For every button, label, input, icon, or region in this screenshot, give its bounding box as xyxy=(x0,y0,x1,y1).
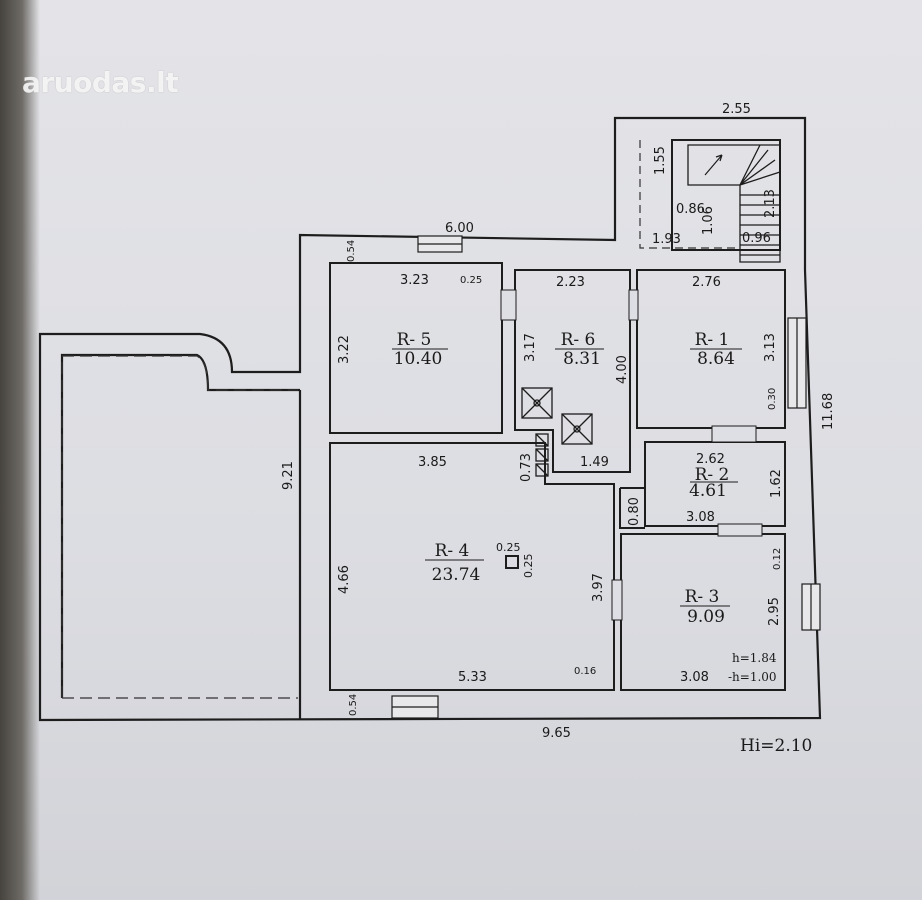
dim-r4-533: 5.33 xyxy=(458,670,487,685)
ventilation-shaft-icon xyxy=(561,413,593,445)
room-area-r5: 10.40 xyxy=(394,349,443,369)
stair-arrow-icon xyxy=(704,154,723,176)
dim-bottom-965: 9.65 xyxy=(542,726,571,741)
dim-r4-397: 3.97 xyxy=(591,573,606,602)
dim-r4-column-025a: 0.25 xyxy=(496,541,521,554)
dim-r4-385: 3.85 xyxy=(418,455,447,470)
label-underlines xyxy=(392,348,742,607)
stair-hall-dashed xyxy=(639,140,735,249)
dim-r5-322: 3.22 xyxy=(337,335,352,364)
room-label-r6: R- 6 xyxy=(561,330,596,350)
dim-right-1168: 11.68 xyxy=(821,393,836,430)
dim-r4-column-025b: 0.25 xyxy=(522,554,535,579)
dim-left-921: 9.21 xyxy=(281,461,296,490)
room-r6-outline xyxy=(514,269,631,473)
dim-stair-106: 1.06 xyxy=(701,206,716,235)
dim-r6-317: 3.17 xyxy=(523,333,538,362)
watermark-logo: aruodas.lt xyxy=(22,66,179,99)
room-label-r4: R- 4 xyxy=(435,541,470,561)
chimney-icon xyxy=(535,433,549,477)
dim-r6-400: 4.00 xyxy=(615,355,630,384)
room-area-r6: 8.31 xyxy=(563,349,601,369)
room-label-r5: R- 5 xyxy=(397,330,432,350)
dim-r2-080: 0.80 xyxy=(627,497,642,526)
r3-height: h=1.84 xyxy=(732,651,777,665)
dim-r2-162: 1.62 xyxy=(769,469,784,498)
dim-r1-030: 0.30 xyxy=(767,388,778,410)
dim-r4-073: 0.73 xyxy=(519,453,534,482)
windows xyxy=(391,235,821,719)
room-area-r1: 8.64 xyxy=(697,349,735,369)
dim-r1-313: 3.13 xyxy=(763,333,778,362)
dim-r6-223: 2.23 xyxy=(556,275,585,290)
dim-wall-054-top: 0.54 xyxy=(346,240,357,262)
ventilation-shaft-icon xyxy=(521,387,553,419)
staircase xyxy=(687,144,781,263)
doors xyxy=(500,289,763,621)
dim-r3-308: 3.08 xyxy=(680,670,709,685)
dim-r2-262: 2.62 xyxy=(696,452,725,467)
dim-r4-016: 0.16 xyxy=(574,666,596,677)
dim-wall-054-bottom: 0.54 xyxy=(348,694,359,716)
room-label-r3: R- 3 xyxy=(685,587,720,607)
dim-stair-213: 2.13 xyxy=(763,189,778,218)
room-area-r2: 4.61 xyxy=(689,481,727,501)
room-r1-outline xyxy=(636,269,786,429)
dim-r4-466: 4.66 xyxy=(337,565,352,594)
dim-r3-012: 0.12 xyxy=(772,548,783,570)
room-label-r2: R- 2 xyxy=(695,465,730,485)
dim-r1-276: 2.76 xyxy=(692,275,721,290)
dim-r5-323: 3.23 xyxy=(400,273,429,288)
dim-r3-295: 2.95 xyxy=(767,597,782,626)
terrace-outline xyxy=(61,355,298,699)
dim-stair-096: 0.96 xyxy=(742,231,771,246)
dim-stair-top: 2.55 xyxy=(722,102,751,117)
dim-r2-308: 3.08 xyxy=(686,510,715,525)
room-label-r1: R- 1 xyxy=(695,330,730,350)
dim-door-025: 0.25 xyxy=(460,275,482,286)
dim-stair-193: 1.93 xyxy=(652,232,681,247)
dim-stair-155: 1.55 xyxy=(653,146,668,175)
room-area-r4: 23.74 xyxy=(432,565,481,585)
room-r5-outline xyxy=(329,262,503,434)
floor-height-note: Hi=2.10 xyxy=(740,736,812,756)
dim-top-600: 6.00 xyxy=(445,221,474,236)
dim-r6-149: 1.49 xyxy=(580,455,609,470)
room-area-r3: 9.09 xyxy=(687,607,725,627)
r3-minus-height: -h=1.00 xyxy=(728,670,777,684)
dim-stair-086: 0.86 xyxy=(676,202,705,217)
page-shadow xyxy=(0,0,40,900)
column-icon xyxy=(505,555,519,569)
